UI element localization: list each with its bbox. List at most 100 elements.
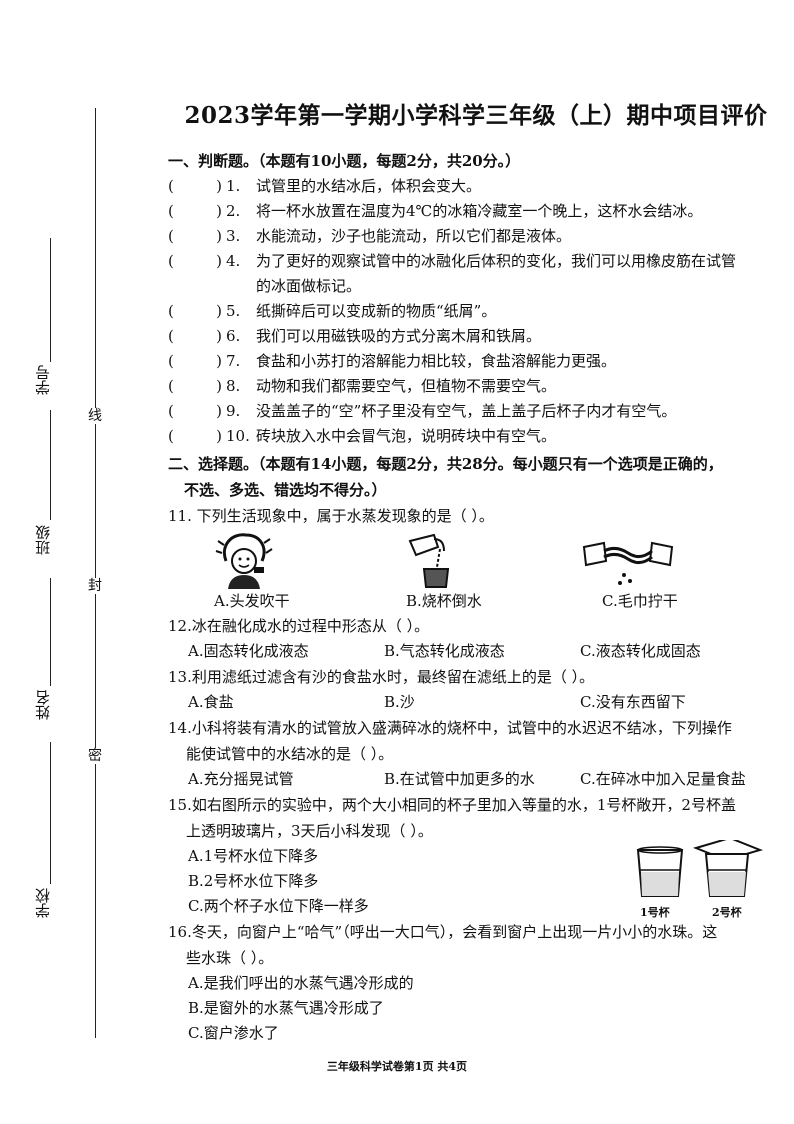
q14-option-b[interactable]: B.在试管中加更多的水 — [384, 770, 535, 788]
q15-body: A.1号杯水位下降多 B.2号杯水位下降多 C.两个杯子水位下降一样多 — [168, 840, 772, 919]
q11-options: A.头发吹干 B.烧杯倒水 C.毛巾拧干 — [168, 589, 772, 613]
q16-stem: 16.冬天，向窗户上“哈气”（呼出一大口气），会看到窗户上出现一片小小的水珠。这 — [168, 923, 718, 941]
answer-blank[interactable]: () — [168, 424, 226, 449]
tf-item-number: 7. — [226, 352, 241, 370]
q15-stem-cont: 上透明玻璃片，3天后小科发现（ ）。 — [186, 822, 433, 840]
paren-open: ( — [168, 327, 174, 345]
tf-item-text-block: 试管里的水结冰后，体积会变大。 — [256, 174, 772, 199]
answer-blank[interactable]: () — [168, 374, 226, 399]
tf-item: ()7. 食盐和小苏打的溶解能力相比较，食盐溶解能力更强。 — [168, 349, 772, 374]
tf-item-text: 试管里的水结冰后，体积会变大。 — [256, 177, 482, 195]
paren-close: ) — [216, 202, 222, 220]
pouring-cup-icon — [400, 531, 470, 589]
cups-diagram: 1号杯 2号杯 — [634, 840, 764, 924]
tf-item-text: 为了更好的观察试管中的冰融化后体积的变化，我们可以用橡皮筋在试管 — [256, 252, 737, 270]
tf-item: ()10. 砖块放入水中会冒气泡，说明砖块中有空气。 — [168, 424, 772, 449]
tf-item: ()5.纸撕碎后可以变成新的物质“纸屑”。 — [168, 299, 772, 324]
answer-blank[interactable]: () — [168, 224, 226, 249]
q14-option-c[interactable]: C.在碎冰中加入足量食盐 — [580, 770, 746, 788]
tf-item-text-block: 食盐和小苏打的溶解能力相比较，食盐溶解能力更强。 — [256, 349, 772, 374]
tf-item-text-block: 水能流动，沙子也能流动，所以它们都是液体。 — [256, 224, 772, 249]
page-footer: 三年级科学试卷第1页 共4页 — [326, 1060, 468, 1073]
tf-item-text-block: 动物和我们都需要空气，但植物不需要空气。 — [256, 374, 772, 399]
q16-option-c[interactable]: C.窗户渗水了 — [188, 1024, 279, 1042]
tf-item-number: 9. — [226, 402, 241, 420]
q15-option-b[interactable]: B.2号杯水位下降多 — [188, 872, 319, 890]
paren-open: ( — [168, 227, 174, 245]
tf-item: ()2.将一杯水放置在温度为4℃的冰箱冷藏室一个晚上，这杯水会结冰。 — [168, 199, 772, 224]
towel-wringing-icon — [580, 531, 680, 589]
tf-item-text: 纸撕碎后可以变成新的物质“纸屑”。 — [256, 302, 497, 320]
seal-mark-feng: 封 — [88, 578, 102, 594]
answer-blank[interactable]: () — [168, 399, 226, 424]
answer-blank[interactable]: () — [168, 349, 226, 374]
tf-item: ()1.试管里的水结冰后，体积会变大。 — [168, 174, 772, 199]
hair-drying-icon — [214, 531, 284, 589]
q11-pictures — [168, 531, 772, 589]
q11-option-a[interactable]: A.头发吹干 — [214, 592, 290, 610]
tf-item-text: 砖块放入水中会冒气泡，说明砖块中有空气。 — [256, 427, 557, 445]
tf-item-text-block: 将一杯水放置在温度为4℃的冰箱冷藏室一个晚上，这杯水会结冰。 — [256, 199, 772, 224]
tf-item-text-block: 砖块放入水中会冒气泡，说明砖块中有空气。 — [256, 424, 772, 449]
paren-close: ) — [216, 402, 222, 420]
q14-option-a[interactable]: A.充分摇晃试管 — [188, 770, 294, 788]
q13-stem: 13.利用滤纸过滤含有沙的食盐水时，最终留在滤纸上的是（ ）。 — [168, 668, 595, 686]
q15-option-c[interactable]: C.两个杯子水位下降一样多 — [188, 897, 369, 915]
answer-blank[interactable]: () — [168, 174, 226, 199]
tf-item-number: 10. — [226, 427, 250, 445]
q14-options: A.充分摇晃试管 B.在试管中加更多的水 C.在碎冰中加入足量食盐 — [168, 767, 772, 792]
paren-close: ) — [216, 302, 222, 320]
answer-blank[interactable]: () — [168, 249, 226, 299]
paren-close: ) — [216, 327, 222, 345]
paren-close: ) — [216, 227, 222, 245]
section2-heading-cont: 不选、多选、错选均不得分。） — [184, 481, 387, 499]
q12-option-a[interactable]: A.固态转化成液态 — [188, 642, 309, 660]
answer-blank[interactable]: () — [168, 199, 226, 224]
tf-item-text: 没盖盖子的“空”杯子里没有空气，盖上盖子后杯子内才有空气。 — [256, 402, 677, 420]
tf-item-number: 3. — [226, 227, 241, 245]
q13-option-b[interactable]: B.沙 — [384, 693, 415, 711]
cup-2-icon — [692, 840, 764, 897]
paren-open: ( — [168, 352, 174, 370]
true-false-list: ()1.试管里的水结冰后，体积会变大。()2.将一杯水放置在温度为4℃的冰箱冷藏… — [168, 174, 772, 449]
section2-heading: 二、选择题。（本题有14小题，每题2分，共28分。每小题只有一个选项是正确的， — [168, 455, 723, 473]
paren-open: ( — [168, 377, 174, 395]
school-blank — [50, 742, 51, 884]
paren-open: ( — [168, 252, 174, 270]
tf-item-text: 食盐和小苏打的溶解能力相比较，食盐溶解能力更强。 — [256, 352, 617, 370]
q16-option-b[interactable]: B.是窗外的水蒸气遇冷形成了 — [188, 999, 384, 1017]
q11-option-c[interactable]: C.毛巾拧干 — [602, 592, 678, 610]
tf-item: ()3. 水能流动，沙子也能流动，所以它们都是液体。 — [168, 224, 772, 249]
q12-options: A.固态转化成液态 B.气态转化成液态 C.液态转化成固态 — [168, 639, 772, 664]
tf-item-text: 将一杯水放置在温度为4℃的冰箱冷藏室一个晚上，这杯水会结冰。 — [256, 202, 703, 220]
tf-item-text-block: 我们可以用磁铁吸的方式分离木屑和铁屑。 — [256, 324, 772, 349]
q14-stem-cont: 能使试管中的水结冰的是（ ）。 — [186, 745, 394, 763]
class-blank — [50, 410, 51, 520]
seal-mark-xian: 线 — [88, 408, 102, 424]
school-label: 学校 — [34, 888, 52, 918]
q14-stem: 14.小科将装有清水的试管放入盛满碎冰的烧杯中，试管中的水迟迟不结冰，下列操作 — [168, 719, 732, 737]
q13-option-c[interactable]: C.没有东西留下 — [580, 693, 686, 711]
seal-mark-mi: 密 — [88, 748, 102, 764]
q12-stem: 12.冰在融化成水的过程中形态从（ ）。 — [168, 617, 430, 635]
q13-option-a[interactable]: A.食盐 — [188, 693, 234, 711]
q15-option-a[interactable]: A.1号杯水位下降多 — [188, 847, 319, 865]
q12-option-b[interactable]: B.气态转化成液态 — [384, 642, 505, 660]
answer-blank[interactable]: () — [168, 324, 226, 349]
q16-option-a[interactable]: A.是我们呼出的水蒸气遇冷形成的 — [188, 974, 414, 992]
paren-close: ) — [216, 377, 222, 395]
q13-options: A.食盐 B.沙 C.没有东西留下 — [168, 690, 772, 715]
exam-title: 2023学年第一学期小学科学三年级（上）期中项目评价 — [184, 102, 768, 129]
tf-item-text-block: 纸撕碎后可以变成新的物质“纸屑”。 — [256, 299, 772, 324]
name-label: 姓名 — [34, 690, 52, 720]
paren-close: ) — [216, 352, 222, 370]
paren-open: ( — [168, 302, 174, 320]
tf-item-text-block: 没盖盖子的“空”杯子里没有空气，盖上盖子后杯子内才有空气。 — [256, 399, 772, 424]
answer-blank[interactable]: () — [168, 299, 226, 324]
q11-option-b[interactable]: B.烧杯倒水 — [406, 592, 482, 610]
name-blank — [50, 578, 51, 686]
tf-item-text-block: 为了更好的观察试管中的冰融化后体积的变化，我们可以用橡皮筋在试管的冰面做标记。 — [256, 249, 772, 299]
tf-item-text-cont: 的冰面做标记。 — [256, 277, 362, 295]
q12-option-c[interactable]: C.液态转化成固态 — [580, 642, 701, 660]
